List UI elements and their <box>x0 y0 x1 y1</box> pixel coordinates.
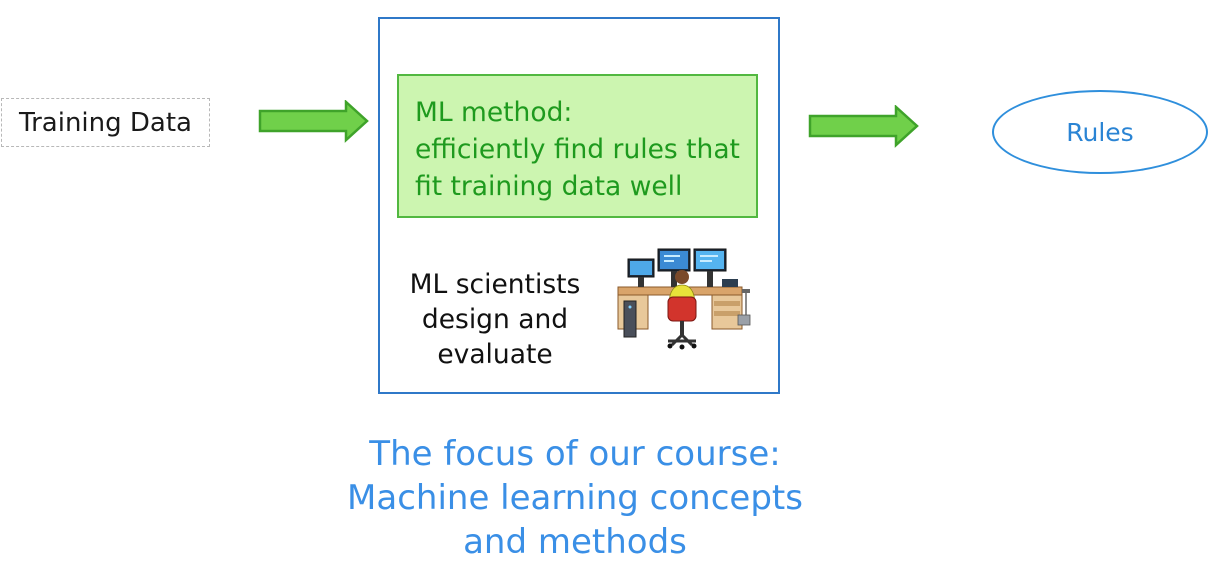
ml-method-line-1: ML method: <box>415 97 573 128</box>
rules-label: Rules <box>1066 117 1134 147</box>
focus-line-3: and methods <box>463 522 687 562</box>
ml-method-box: ML method: efficiently find rules that f… <box>397 74 758 218</box>
training-data-box: Training Data <box>1 98 210 147</box>
focus-line-1: The focus of our course: <box>369 434 781 474</box>
ml-process-box: ML method: efficiently find rules that f… <box>378 17 780 394</box>
focus-line-2: Machine learning concepts <box>347 478 803 518</box>
scientists-line-2: design and <box>421 304 569 335</box>
training-data-label: Training Data <box>19 107 192 138</box>
rules-ellipse: Rules <box>992 90 1208 174</box>
input-arrow-icon <box>258 100 369 143</box>
ml-method-line-3: fit training data well <box>415 171 683 202</box>
ml-method-line-2: efficiently find rules that <box>415 134 740 165</box>
scientist-at-workstation-icon <box>617 248 751 350</box>
output-arrow-icon <box>808 105 919 148</box>
scientists-line-1: ML scientists <box>409 269 581 300</box>
course-focus-caption: The focus of our course: Machine learnin… <box>300 432 850 564</box>
ml-scientists-text: ML scientists design and evaluate <box>392 267 598 372</box>
scientists-line-3: evaluate <box>437 339 553 370</box>
